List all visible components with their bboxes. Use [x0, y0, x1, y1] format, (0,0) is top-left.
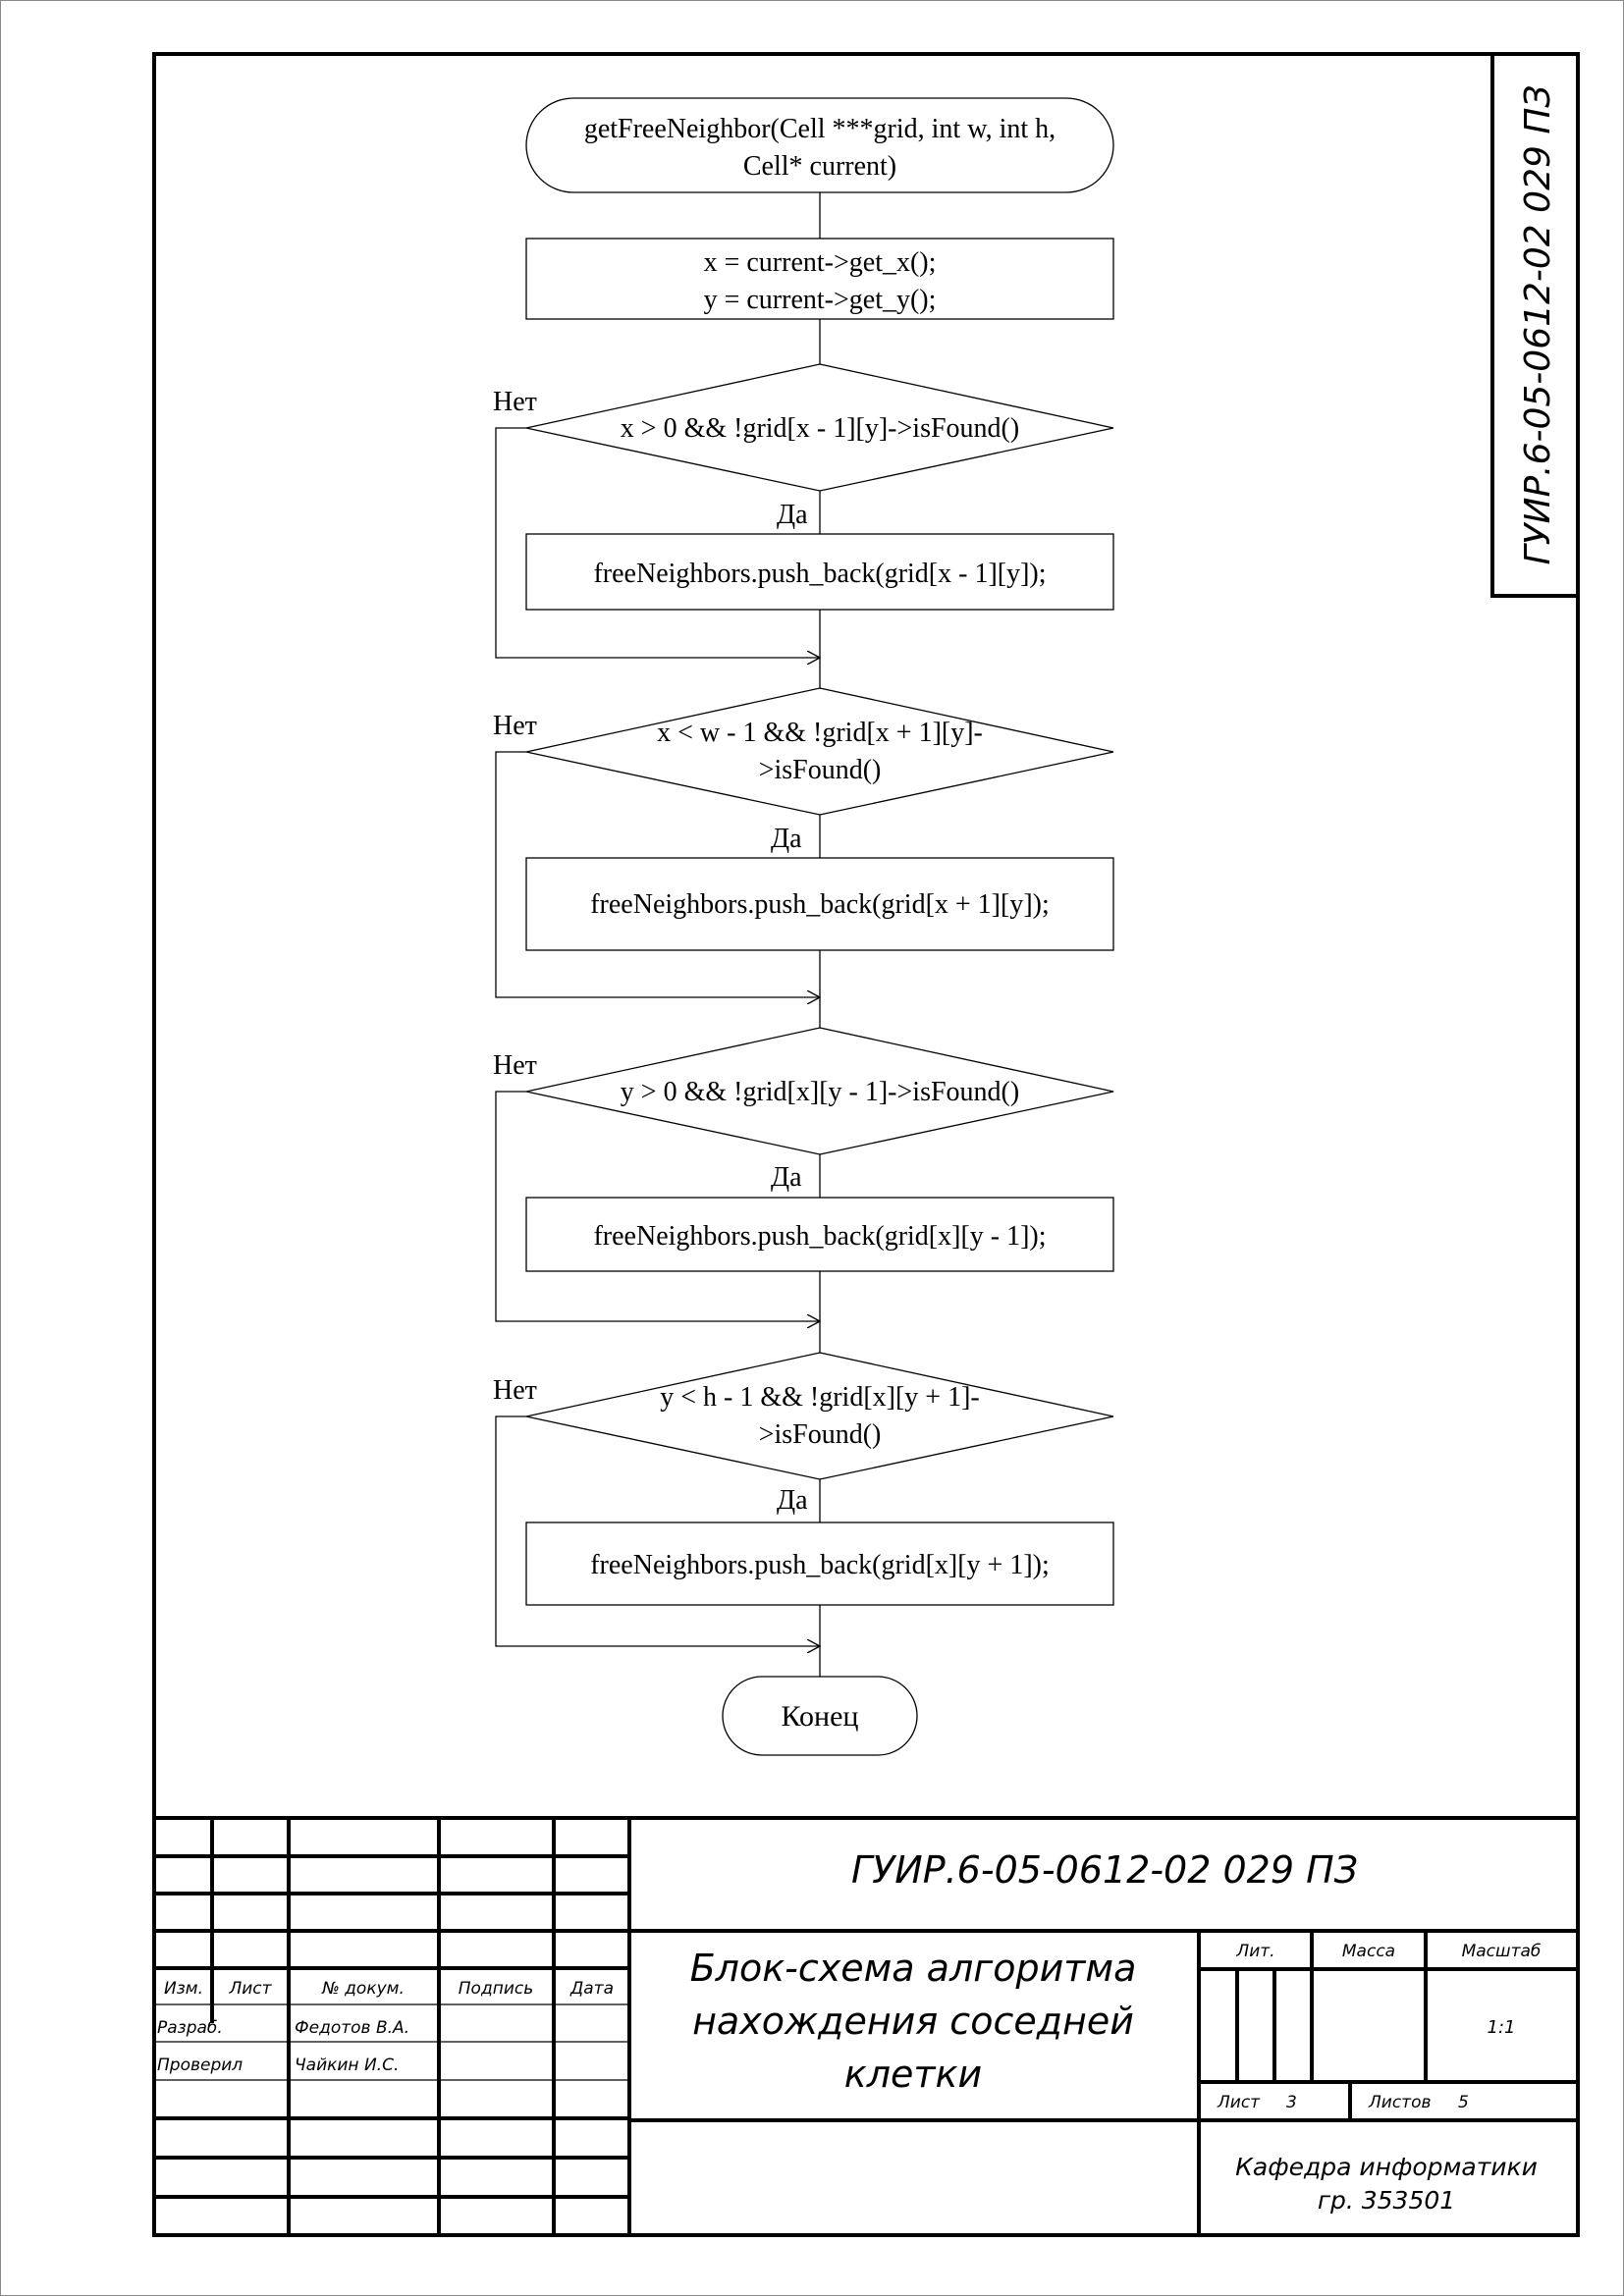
header-list: Лист: [228, 1979, 272, 1999]
header-doc-no: № докум.: [321, 1979, 405, 1999]
header-sign: Подпись: [459, 1979, 533, 1999]
action-text: freeNeighbors.push_back(grid[x][y - 1]);: [593, 1221, 1046, 1252]
scale-label: Масштаб: [1462, 1942, 1542, 1961]
role-checker: Проверил: [157, 2056, 243, 2075]
decision-condition-line: >isFound(): [759, 755, 882, 785]
decision-condition-line: x < w - 1 && !grid[x + 1][y]-: [657, 718, 983, 748]
doc-code: ГУИР.6-05-0612-02 029 ПЗ: [851, 1848, 1358, 1892]
drawing-frame: [152, 52, 1580, 2237]
action-text: freeNeighbors.push_back(grid[x - 1][y]);: [593, 559, 1046, 589]
flowchart: getFreeNeighbor(Cell ***grid, int w, int…: [493, 97, 1114, 1756]
init-line-2: y = current->get_y();: [704, 285, 937, 315]
org-line-2: гр. 353501: [1318, 2186, 1455, 2215]
doc-title-line-1: Блок-схема алгоритма: [690, 1947, 1137, 1990]
name-developer: Федотов В.А.: [295, 2018, 409, 2038]
no-label: Нет: [493, 1375, 537, 1406]
decision-diamond: [525, 1352, 1114, 1480]
yes-label: Да: [771, 1162, 802, 1193]
end-terminator: [722, 1676, 918, 1756]
sheet-value: 3: [1286, 2093, 1297, 2112]
sheet-label: Лист: [1217, 2093, 1261, 2112]
no-label: Нет: [493, 1050, 537, 1081]
no-branch-line: [495, 1415, 820, 1646]
sheets-label: Листов: [1368, 2093, 1432, 2112]
role-developer: Разраб.: [157, 2018, 223, 2038]
start-line-2: Cell* current): [743, 151, 896, 182]
sheets-value: 5: [1458, 2093, 1469, 2112]
decision-condition-line: y < h - 1 && !grid[x][y + 1]-: [660, 1382, 980, 1413]
yes-label: Да: [771, 824, 802, 854]
side-doc-code: ГУИР.6-05-0612-02 029 ПЗ: [1518, 85, 1558, 565]
yes-label: Да: [777, 1485, 808, 1516]
decision-condition-line: x > 0 && !grid[x - 1][y]->isFound(): [621, 413, 1019, 444]
no-label: Нет: [493, 711, 537, 741]
decision-condition-line: >isFound(): [759, 1419, 882, 1450]
name-checker: Чайкин И.С.: [295, 2056, 399, 2075]
lit-label: Лит.: [1235, 1942, 1274, 1961]
scale-value: 1:1: [1488, 2017, 1516, 2038]
no-branch-line: [495, 1091, 820, 1321]
no-branch-line: [495, 751, 820, 997]
check-block-3: y > 0 && !grid[x][y - 1]->isFound() Нет …: [493, 1027, 1114, 1353]
org-line-1: Кафедра информатики: [1235, 2153, 1538, 2181]
doc-title-line-2: нахождения соседней: [692, 2000, 1134, 2043]
no-label: Нет: [493, 387, 537, 417]
doc-title-line-3: клетки: [844, 2053, 982, 2096]
no-branch-line: [495, 427, 820, 658]
end-text: Конец: [782, 1700, 859, 1733]
mass-label: Масса: [1342, 1942, 1395, 1961]
action-text: freeNeighbors.push_back(grid[x + 1][y]);: [590, 889, 1050, 920]
check-block-2: x < w - 1 && !grid[x + 1][y]- >isFound()…: [493, 687, 1114, 1028]
title-block: Изм. Лист № докум. Подпись Дата Разраб. …: [154, 1816, 1578, 2235]
init-line-1: x = current->get_x();: [704, 247, 937, 278]
decision-diamond: [525, 687, 1114, 816]
action-text: freeNeighbors.push_back(grid[x][y + 1]);: [590, 1550, 1050, 1580]
check-block-4: y < h - 1 && !grid[x][y + 1]- >isFound()…: [493, 1352, 1114, 1677]
yes-label: Да: [777, 500, 808, 530]
side-stamp: ГУИР.6-05-0612-02 029 ПЗ: [1490, 54, 1578, 598]
check-block-1: x > 0 && !grid[x - 1][y]->isFound() Нет …: [493, 363, 1114, 688]
header-date: Дата: [569, 1979, 614, 1999]
header-izm: Изм.: [164, 1979, 203, 1999]
decision-condition-line: y > 0 && !grid[x][y - 1]->isFound(): [621, 1077, 1019, 1107]
start-line-1: getFreeNeighbor(Cell ***grid, int w, int…: [584, 114, 1056, 144]
